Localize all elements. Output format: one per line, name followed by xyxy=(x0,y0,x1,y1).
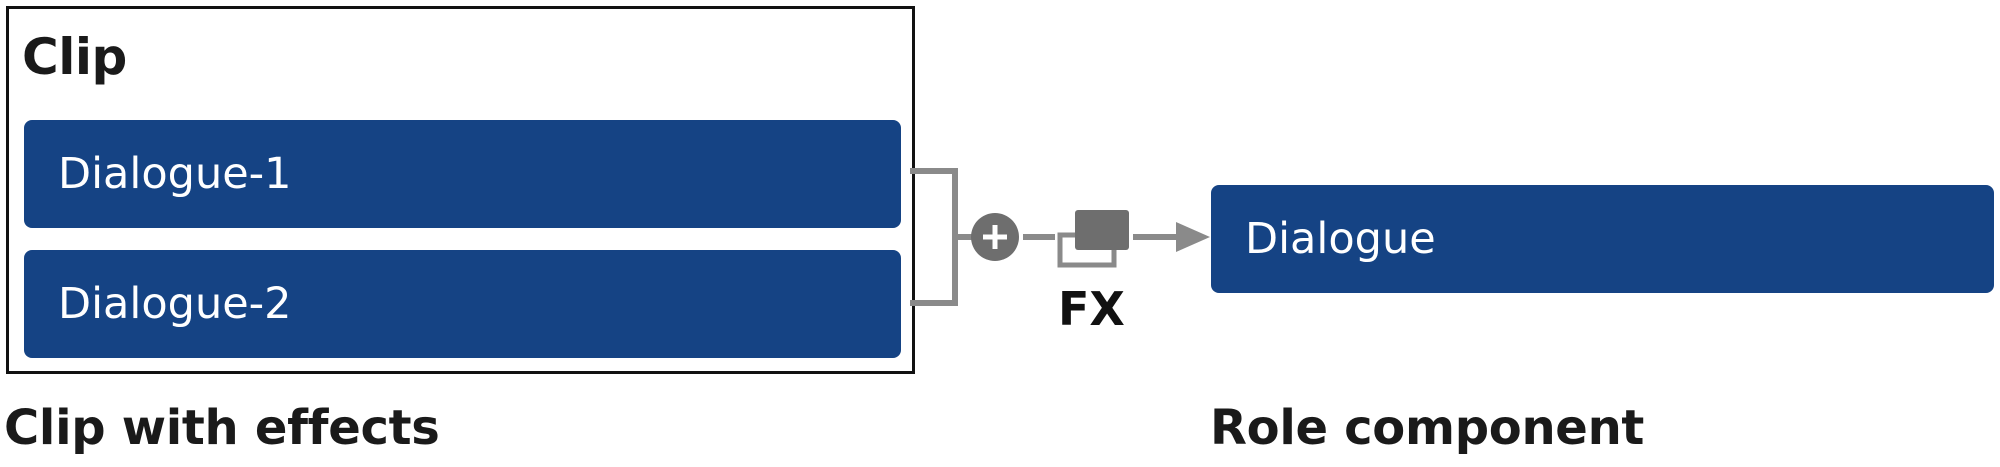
clip-title: Clip xyxy=(22,28,127,86)
dialogue-role-bar: Dialogue xyxy=(1211,185,1994,293)
effects-stack-icon xyxy=(1057,210,1129,268)
dialogue-1-label: Dialogue-1 xyxy=(58,149,292,199)
arrow-right-icon xyxy=(1133,222,1210,252)
dialogue-2-label: Dialogue-2 xyxy=(58,279,292,329)
plus-circle-icon xyxy=(971,213,1019,261)
bracket-connector xyxy=(910,168,972,306)
fx-label: FX xyxy=(1058,282,1125,336)
dialogue-role-label: Dialogue xyxy=(1245,214,1436,264)
clip-container xyxy=(6,6,915,374)
caption-clip-with-effects: Clip with effects xyxy=(4,400,440,456)
dialogue-1-bar: Dialogue-1 xyxy=(24,120,901,228)
connector-diagram xyxy=(910,168,1210,306)
dialogue-2-bar: Dialogue-2 xyxy=(24,250,901,358)
caption-role-component: Role component xyxy=(1210,400,1645,456)
